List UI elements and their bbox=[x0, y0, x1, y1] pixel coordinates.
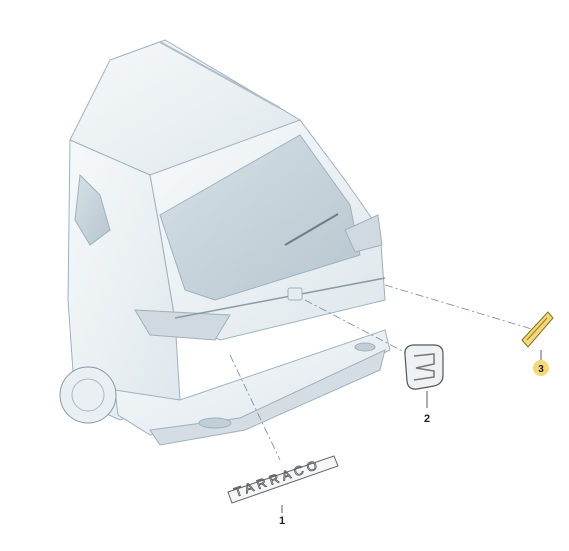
emblem-strip bbox=[227, 455, 339, 504]
callout-3[interactable]: 3 bbox=[533, 350, 549, 376]
roof-rail bbox=[159, 41, 281, 109]
callout-3-highlight bbox=[533, 360, 549, 376]
callout-1-number: 1 bbox=[279, 515, 285, 527]
light-bar bbox=[174, 277, 386, 319]
exhaust-left bbox=[198, 417, 232, 429]
taillight-right bbox=[344, 214, 383, 253]
part-1-model-emblem[interactable]: TARRACO bbox=[227, 455, 339, 504]
leader-line-2 bbox=[304, 299, 411, 356]
callout-2-number: 2 bbox=[424, 413, 430, 425]
trim-badge-shape bbox=[521, 311, 554, 348]
leader-line-1 bbox=[229, 354, 281, 461]
brand-logo-shape bbox=[404, 344, 444, 390]
exhaust-right bbox=[354, 342, 376, 352]
trim-badge-detail bbox=[526, 317, 548, 341]
bumper-lower bbox=[149, 349, 386, 446]
vehicle-rear-illustration bbox=[59, 39, 391, 446]
part-3-trim-badge[interactable] bbox=[521, 311, 554, 348]
rear-wiper bbox=[284, 213, 339, 246]
callout-1[interactable]: 1 bbox=[279, 505, 285, 527]
brand-logo-inner bbox=[413, 353, 435, 381]
side-window bbox=[74, 173, 111, 246]
leader-lines bbox=[229, 284, 536, 461]
logo-recess bbox=[287, 287, 303, 301]
leader-line-3 bbox=[384, 284, 536, 331]
rear-wheel bbox=[59, 366, 117, 424]
rear-window bbox=[159, 134, 361, 301]
emblem-lettering: TARRACO bbox=[232, 456, 323, 500]
callout-2[interactable]: 2 bbox=[424, 391, 430, 425]
part-2-brand-logo[interactable] bbox=[404, 344, 444, 390]
callout-3-number: 3 bbox=[538, 364, 544, 375]
rear-wheel-hub bbox=[71, 378, 105, 412]
